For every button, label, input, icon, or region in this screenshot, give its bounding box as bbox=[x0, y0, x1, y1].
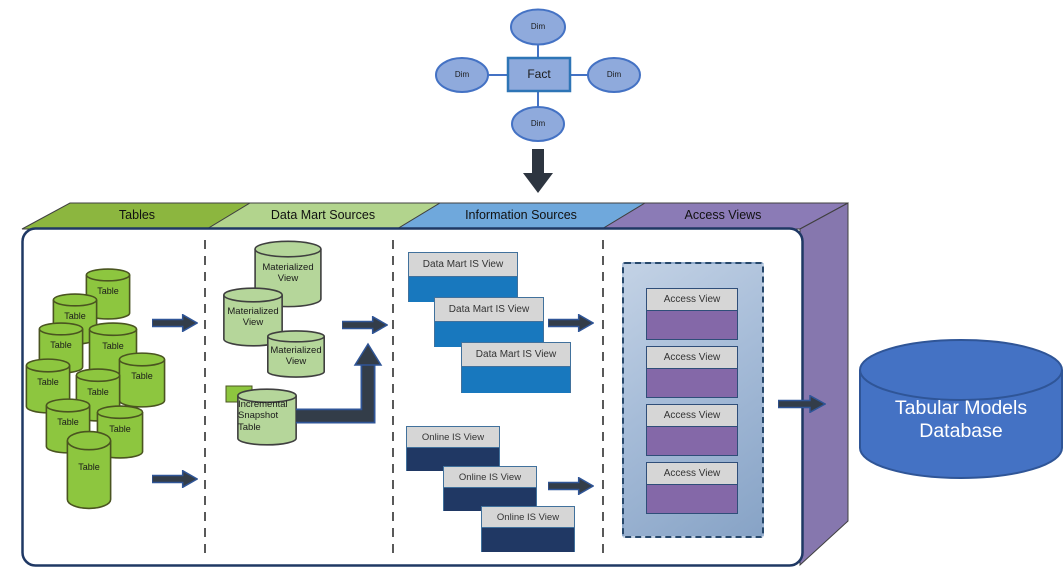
data-mart-is-view-body bbox=[462, 367, 570, 393]
dim-ellipse-left bbox=[435, 57, 489, 93]
access-view-label: Access View bbox=[647, 347, 737, 369]
access-view-label: Access View bbox=[647, 463, 737, 485]
access-view-body bbox=[647, 369, 737, 397]
star-schema bbox=[435, 8, 641, 193]
online-is-view-label: Online IS View bbox=[407, 427, 499, 448]
online-is-view-label: Online IS View bbox=[444, 467, 536, 488]
access-view-body bbox=[647, 427, 737, 455]
data-mart-is-view-label: Data Mart IS View bbox=[462, 343, 570, 367]
flow-arrows bbox=[152, 314, 826, 495]
data-mart-is-view-label: Data Mart IS View bbox=[435, 298, 543, 322]
elbow-arrow-head bbox=[353, 342, 383, 366]
data-mart-is-view-box: Data Mart IS View bbox=[461, 342, 571, 393]
access-view-body bbox=[647, 311, 737, 339]
box-front-face bbox=[21, 227, 804, 567]
data-mart-is-view-box: Data Mart IS View bbox=[408, 252, 518, 302]
online-is-view-body bbox=[444, 488, 536, 511]
dim-ellipse-right bbox=[587, 57, 641, 93]
access-view-box: Access View bbox=[646, 462, 738, 514]
star-to-box-arrow bbox=[523, 149, 553, 193]
access-view-body bbox=[647, 485, 737, 513]
online-is-view-body bbox=[407, 448, 499, 471]
data-mart-cluster bbox=[223, 240, 325, 446]
database-cylinder-top bbox=[859, 339, 1063, 401]
access-view-label: Access View bbox=[647, 405, 737, 427]
dim-ellipse-top bbox=[510, 8, 566, 46]
fact-box bbox=[506, 56, 572, 93]
online-is-view-body bbox=[482, 528, 574, 552]
access-view-label: Access View bbox=[647, 289, 737, 311]
online-is-view-box: Online IS View bbox=[406, 426, 500, 471]
elbow-arrow-snapshot bbox=[296, 362, 374, 422]
box-side-panel bbox=[799, 202, 849, 567]
incremental-snapshot-cylinder bbox=[237, 388, 297, 446]
access-view-box: Access View bbox=[646, 288, 738, 340]
table-cylinder bbox=[66, 431, 112, 509]
table-cylinder bbox=[119, 352, 165, 408]
materialized-view-cylinder bbox=[267, 330, 325, 378]
access-view-box: Access View bbox=[646, 346, 738, 398]
online-is-view-label: Online IS View bbox=[482, 507, 574, 528]
access-view-box: Access View bbox=[646, 404, 738, 456]
pipeline-box bbox=[21, 202, 849, 567]
dim-ellipse-bottom bbox=[511, 106, 565, 142]
online-is-view-box: Online IS View bbox=[443, 466, 537, 511]
online-is-view-box: Online IS View bbox=[481, 506, 575, 552]
database-cylinder bbox=[859, 339, 1063, 479]
data-mart-is-view-label: Data Mart IS View bbox=[409, 253, 517, 277]
data-mart-is-view-box: Data Mart IS View bbox=[434, 297, 544, 347]
